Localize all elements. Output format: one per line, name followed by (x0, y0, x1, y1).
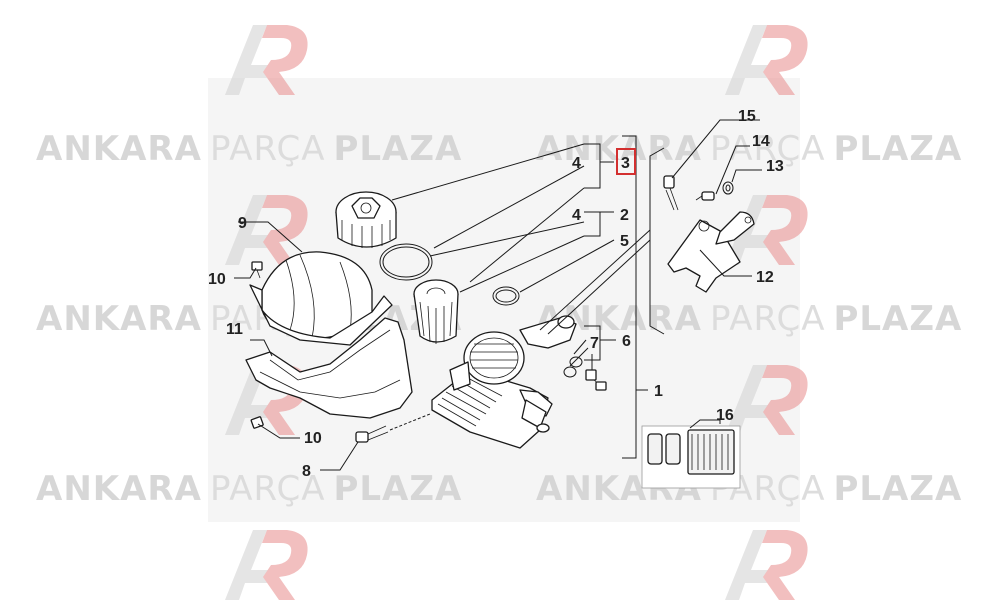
part-10-bolt-top[interactable] (251, 261, 263, 279)
callout-labels: 4 3 4 2 5 15 14 13 12 9 10 11 7 6 1 16 1… (208, 108, 784, 480)
part-14-screw[interactable] (695, 191, 715, 201)
callout-4-top[interactable]: 4 (572, 155, 581, 172)
callout-8[interactable]: 8 (302, 463, 311, 480)
callout-12[interactable]: 12 (756, 269, 774, 286)
callout-13[interactable]: 13 (766, 158, 784, 175)
watermark-logo-top-left (225, 25, 308, 95)
callout-10-bottom[interactable]: 10 (304, 430, 322, 447)
callout-11[interactable]: 11 (226, 321, 243, 338)
watermark-logo-bottom-right (725, 530, 808, 600)
part-11-housing-bracket[interactable] (245, 317, 413, 419)
part-16-filter-kit[interactable] (641, 425, 741, 489)
callout-4-lower[interactable]: 4 (572, 207, 581, 224)
watermark-logo-mid-left (225, 195, 308, 265)
callout-10-top[interactable]: 10 (208, 271, 226, 288)
leader-lines (234, 119, 762, 471)
callout-6[interactable]: 6 (622, 333, 631, 350)
callout-1[interactable]: 1 (654, 383, 663, 400)
callout-14[interactable]: 14 (752, 133, 770, 150)
part-13-washer[interactable] (722, 181, 734, 195)
callout-7[interactable]: 7 (590, 335, 599, 352)
part-2-filter-element[interactable] (413, 279, 459, 344)
part-15-bolt[interactable] (663, 175, 679, 211)
part-9-filter-cover[interactable] (249, 251, 393, 346)
callout-16[interactable]: 16 (716, 407, 734, 424)
part-6-bolt[interactable] (585, 369, 607, 391)
watermark-logo-mid-right (725, 195, 808, 265)
callout-3-highlight-box (616, 148, 636, 175)
part-4-o-ring[interactable] (379, 243, 433, 281)
watermark-logo-top-right (725, 25, 808, 95)
callout-3[interactable]: 3 (621, 155, 630, 172)
watermark-logo-low-right (725, 365, 808, 435)
part-8-bolt[interactable] (355, 413, 431, 443)
callout-15[interactable]: 15 (738, 108, 756, 125)
part-1-filter-housing[interactable] (431, 315, 577, 449)
watermark-logo-bottom-left (225, 530, 308, 600)
part-4-filter-cap[interactable] (335, 191, 397, 248)
callout-5[interactable]: 5 (620, 233, 629, 250)
part-7-washers[interactable] (563, 356, 583, 378)
part-5-seal-ring[interactable] (492, 286, 520, 306)
callout-2[interactable]: 2 (620, 207, 629, 224)
callout-9[interactable]: 9 (238, 215, 247, 232)
